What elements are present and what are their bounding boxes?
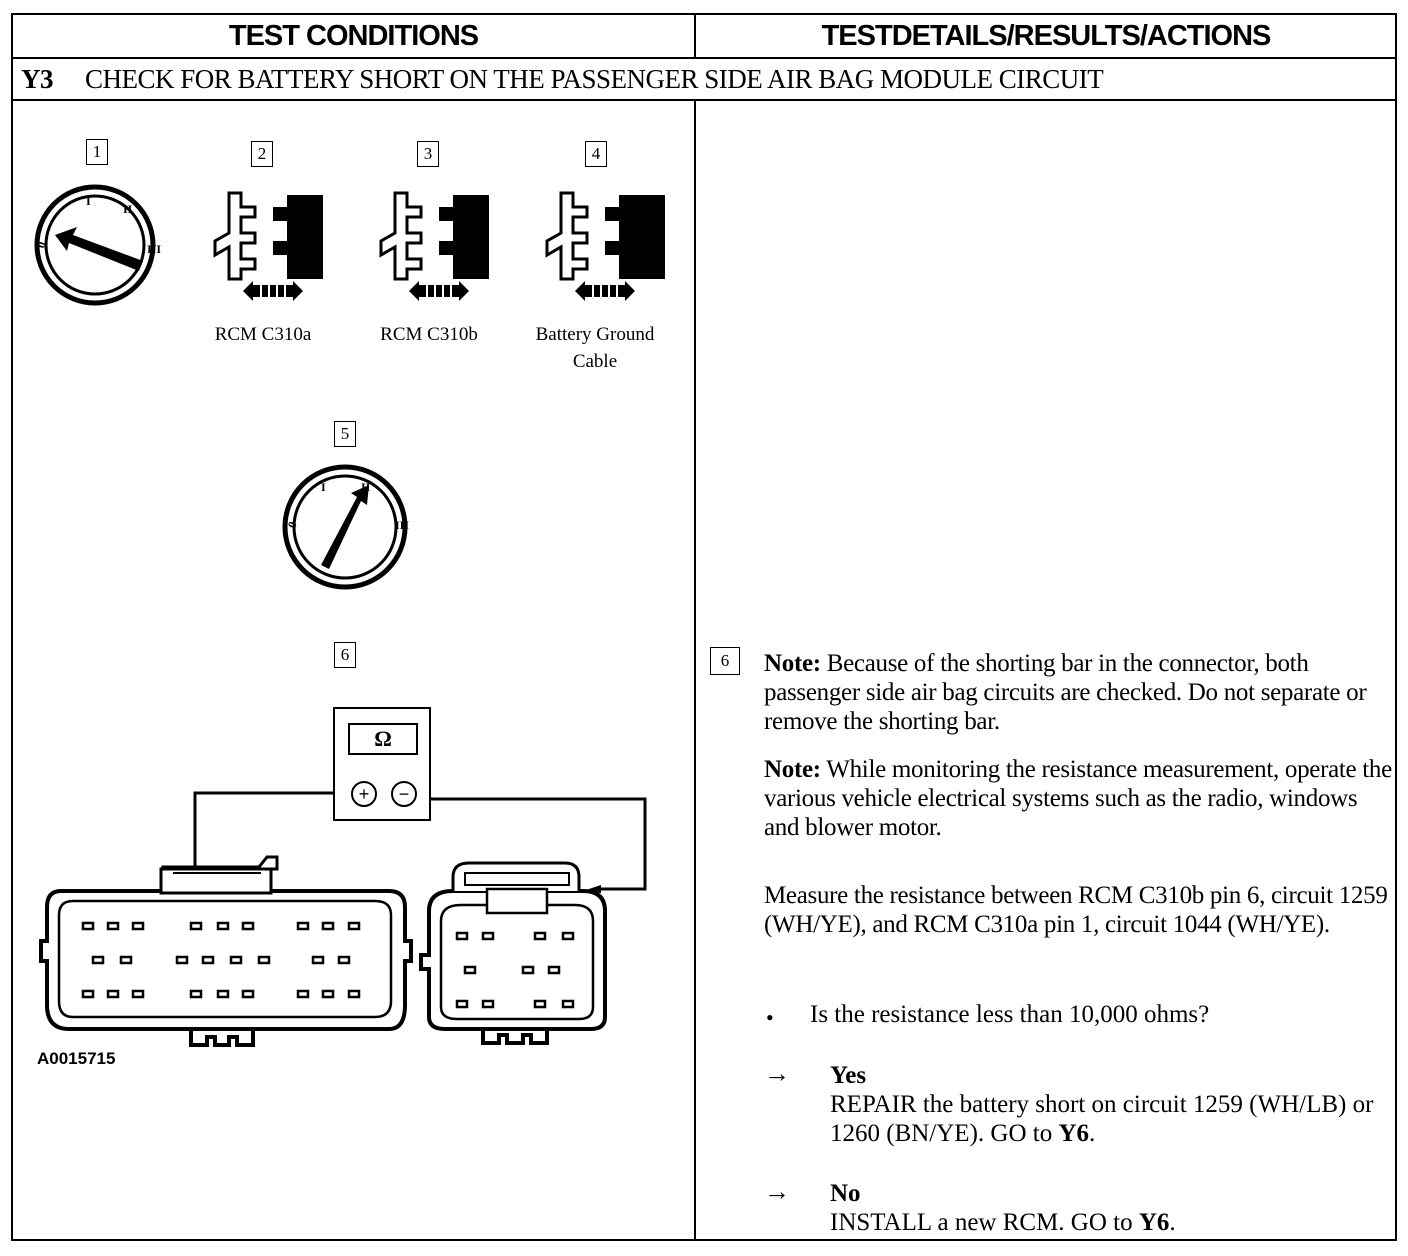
ignition-switch-run-icon: 0 I II III <box>282 464 409 590</box>
test-details-panel: 6 Note: Because of the shorting bar in t… <box>696 101 1396 1239</box>
measure-instruction: Measure the resistance between RCM C310b… <box>764 882 1388 938</box>
ohmmeter-display: Ω <box>348 723 418 755</box>
step-divider <box>13 99 1395 101</box>
step-number-4: 4 <box>585 141 607 167</box>
step-title: CHECK FOR BATTERY SHORT ON THE PASSENGER… <box>85 63 1104 94</box>
step-id: Y3 <box>21 63 54 94</box>
note-label: Note: <box>764 756 821 783</box>
svg-text:III: III <box>395 518 409 532</box>
step-number-6: 6 <box>334 642 356 668</box>
step-number-1: 1 <box>86 139 108 165</box>
note-monitoring: Note: While monitoring the resistance me… <box>764 755 1394 842</box>
yes-goto-link[interactable]: Y6 <box>1058 1120 1090 1147</box>
note-text: Because of the shorting bar in the conne… <box>764 650 1367 735</box>
arrow-right-icon: → <box>764 1059 790 1088</box>
ignition-switch-off-icon: 0 I II III <box>34 184 161 306</box>
figure-id: A0015715 <box>37 1049 116 1068</box>
meter-negative-terminal: − <box>391 781 417 807</box>
result-no: No INSTALL a new RCM. GO to Y6. <box>830 1179 1390 1237</box>
yes-end: . <box>1089 1120 1096 1147</box>
rcm-connectors-diagram <box>39 791 647 1047</box>
step-number-3: 3 <box>417 141 439 167</box>
label-rcm-c310a: RCM C310a <box>214 324 312 345</box>
svg-text:III: III <box>147 242 161 256</box>
header-test-details: TESTDETAILS/RESULTS/ACTIONS <box>821 19 1272 52</box>
ohmmeter: Ω + − <box>333 707 431 821</box>
connector-disconnect-c310a-icon <box>213 191 323 301</box>
test-sheet: TEST CONDITIONS TESTDETAILS/RESULTS/ACTI… <box>11 13 1397 1241</box>
label-rcm-c310b: RCM C310b <box>380 324 478 345</box>
no-end: . <box>1169 1209 1176 1236</box>
step-title-row: Y3 CHECK FOR BATTERY SHORT ON THE PASSEN… <box>13 59 1395 99</box>
battery-cable-disconnect-icon <box>545 191 665 301</box>
svg-text:0: 0 <box>34 240 49 250</box>
bullet-icon: • <box>766 1005 774 1030</box>
note-text: While monitoring the resistance measurem… <box>764 756 1392 841</box>
svg-text:II: II <box>123 202 133 216</box>
result-yes: Yes REPAIR the battery short on circuit … <box>830 1061 1390 1148</box>
label-battery-ground: Battery Ground <box>535 324 655 345</box>
question-text: Is the resistance less than 10,000 ohms? <box>810 1001 1210 1028</box>
connector-disconnect-c310b-icon <box>379 191 489 301</box>
header-test-conditions: TEST CONDITIONS <box>228 19 479 52</box>
note-shorting-bar: Note: Because of the shorting bar in the… <box>764 649 1394 736</box>
note-label: Note: <box>764 650 821 677</box>
meter-positive-terminal: + <box>351 781 377 807</box>
svg-text:I: I <box>86 194 91 208</box>
step-number-5: 5 <box>334 421 356 447</box>
label-battery-cable: Cable <box>572 351 618 372</box>
yes-label: Yes <box>830 1062 867 1089</box>
arrow-right-icon: → <box>764 1177 790 1206</box>
svg-text:I: I <box>321 480 326 494</box>
yes-action: REPAIR the battery short on circuit 1259… <box>830 1091 1374 1147</box>
no-action: INSTALL a new RCM. GO to <box>830 1209 1139 1236</box>
test-conditions-illustration: 1 2 3 4 5 6 0 I II III <box>13 101 694 1239</box>
header-divider <box>13 57 1395 59</box>
no-label: No <box>830 1180 861 1207</box>
svg-text:0: 0 <box>285 520 300 530</box>
step-number-2: 2 <box>251 141 273 167</box>
details-step-number: 6 <box>710 647 740 675</box>
no-goto-link[interactable]: Y6 <box>1138 1209 1170 1236</box>
column-divider <box>694 15 696 1239</box>
